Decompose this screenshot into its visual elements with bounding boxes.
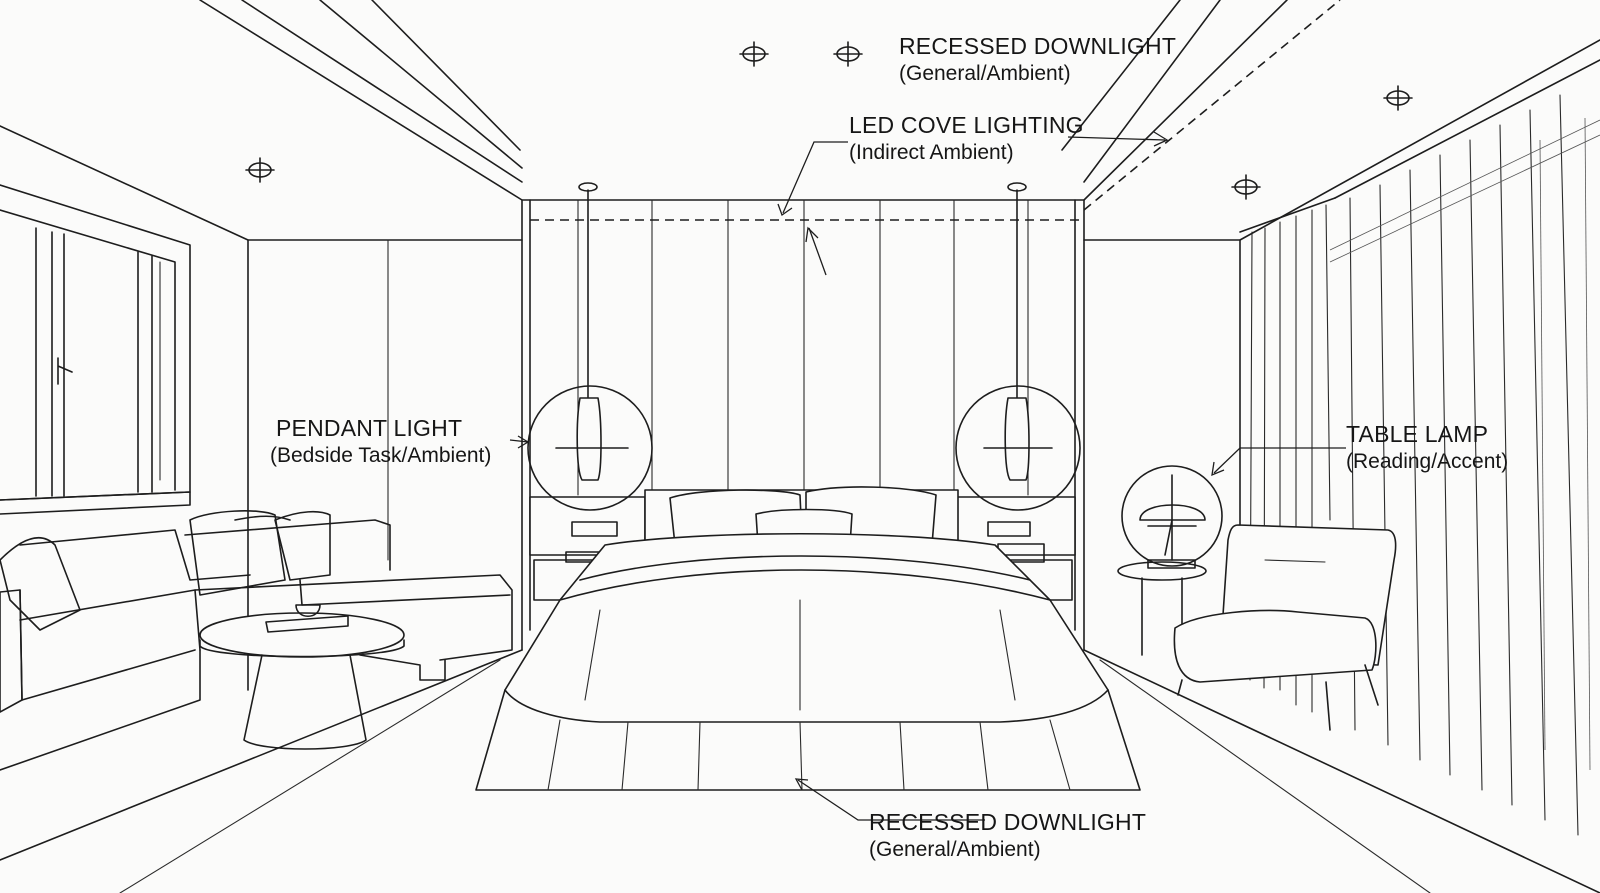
downlight-symbol [245, 157, 275, 183]
pendant-light-label: PENDANT LIGHT (Bedside Task/Ambient) [270, 414, 491, 469]
label-subtitle: (Bedside Task/Ambient) [270, 443, 492, 467]
coffee-table [199, 604, 405, 750]
window [0, 184, 191, 515]
label-subtitle: (Reading/Accent) [1346, 449, 1509, 473]
label-subtitle: (Indirect Ambient) [849, 140, 1014, 164]
led-cove-lines [530, 0, 1341, 221]
bed [475, 486, 1141, 791]
recessed-downlight-label-bottom: RECESSED DOWNLIGHT (General/Ambient) [869, 808, 1146, 863]
left-pendant-light [527, 182, 653, 511]
led-cove-lighting-label: LED COVE LIGHTING (Indirect Ambient) [849, 111, 1084, 166]
label-subtitle: (General/Ambient) [869, 837, 1041, 861]
label-title: PENDANT LIGHT [276, 415, 463, 441]
table-lamp-label: TABLE LAMP (Reading/Accent) [1346, 420, 1508, 475]
downlight-symbol [739, 41, 769, 67]
table-lamp [1121, 465, 1223, 569]
right-pendant-light [955, 182, 1081, 511]
label-title: TABLE LAMP [1346, 421, 1489, 447]
recessed-downlight-symbols [245, 41, 1413, 200]
downlight-symbol [1231, 174, 1261, 200]
callout-leaders [509, 131, 1346, 821]
label-subtitle: (General/Ambient) [899, 61, 1071, 85]
label-title: RECESSED DOWNLIGHT [899, 33, 1177, 59]
recessed-downlight-label-top: RECESSED DOWNLIGHT (General/Ambient) [899, 32, 1176, 87]
label-title: LED COVE LIGHTING [849, 112, 1084, 138]
downlight-symbol [833, 41, 863, 67]
armchair [1173, 524, 1397, 731]
downlight-symbol [1383, 85, 1413, 111]
label-title: RECESSED DOWNLIGHT [869, 809, 1147, 835]
sofa [0, 510, 513, 771]
